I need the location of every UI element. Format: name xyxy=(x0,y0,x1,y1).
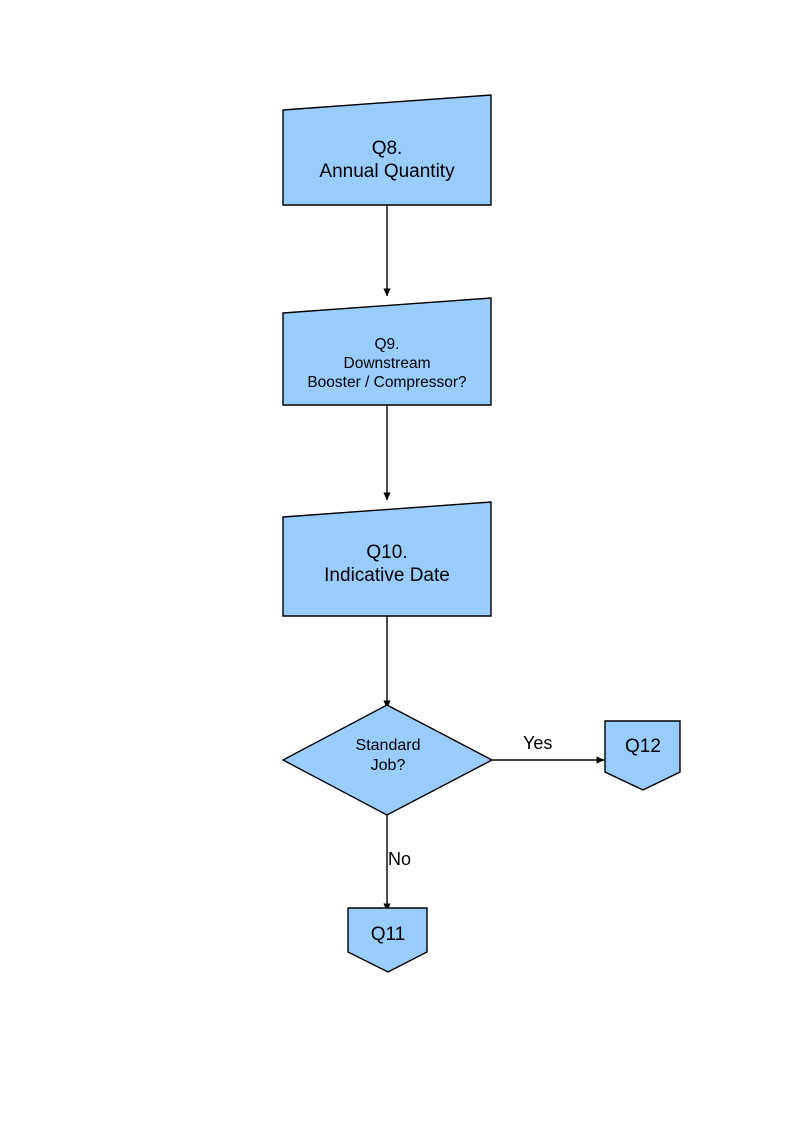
node-q9-shape[interactable] xyxy=(282,297,492,406)
edge-label-yes: Yes xyxy=(523,733,553,753)
node-q8-shape[interactable] xyxy=(282,94,492,206)
node-q10-shape[interactable] xyxy=(282,501,492,617)
node-decision-shape[interactable] xyxy=(281,704,494,816)
node-q11-shape[interactable] xyxy=(347,907,428,973)
edge-label-no: No xyxy=(388,849,412,869)
node-q12-shape[interactable] xyxy=(604,720,681,791)
